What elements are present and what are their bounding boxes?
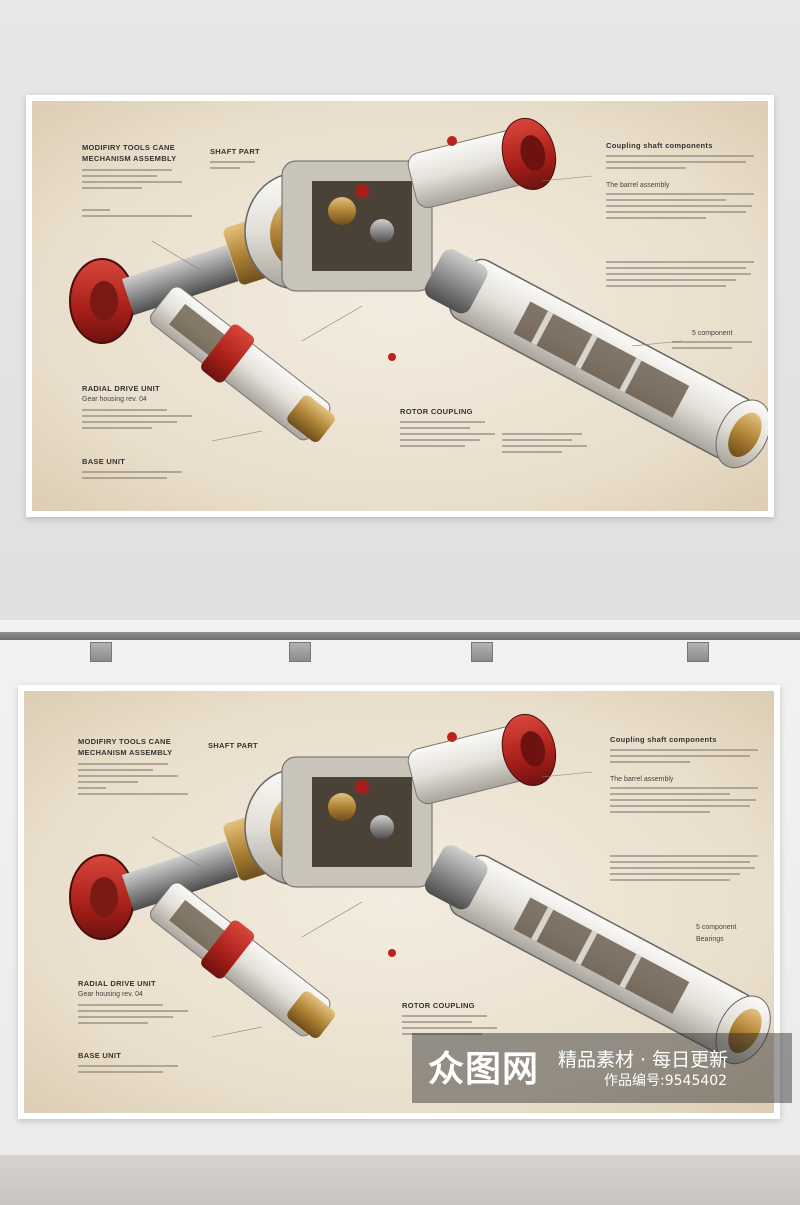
label-left-low: BASE UNIT <box>82 457 126 466</box>
watermark-id: 作品编号:9545402 <box>604 1073 728 1089</box>
label-right-low: 5 component <box>692 330 733 337</box>
text-lines-center-top <box>210 161 270 173</box>
text-lines-left-mid-b <box>78 1004 198 1028</box>
label-left-mid-b: RADIAL DRIVE UNIT <box>78 979 156 988</box>
label-center-top-b: SHAFT PART <box>208 741 258 750</box>
label-title-2: MECHANISM ASSEMBLY <box>82 154 177 163</box>
label-left-mid-2-b: Gear housing rev. 04 <box>78 991 143 998</box>
poster-paper-top: MODIFIRY TOOLS CANE MECHANISM ASSEMBLY R… <box>32 101 768 511</box>
poster-frame-bottom: MODIFIRY TOOLS CANE MECHANISM ASSEMBLY R… <box>18 685 780 1119</box>
hanging-rail <box>0 632 800 640</box>
rail-clip-3 <box>471 642 493 662</box>
rail-clip-2 <box>289 642 311 662</box>
rail-clip-1 <box>90 642 112 662</box>
mechanism-illustration-b <box>69 713 771 1065</box>
label-right-top: Coupling shaft components <box>606 141 713 150</box>
watermark-band <box>412 1033 792 1103</box>
text-lines-center-bottom-b <box>402 1015 512 1039</box>
mechanism-illustration <box>69 117 768 469</box>
label-left-mid: RADIAL DRIVE UNIT <box>82 384 160 393</box>
label-left-mid-2: Gear housing rev. 04 <box>82 396 147 403</box>
text-lines-right-lower <box>672 341 762 353</box>
label-right-lower-b: Bearings <box>696 936 724 943</box>
text-lines-right-top <box>606 155 756 173</box>
text-lines-right-mid-b <box>610 787 760 817</box>
text-lines-right-top-b <box>610 749 760 767</box>
label-center-bottom-b: ROTOR COUPLING <box>402 1001 475 1010</box>
text-lines-left-top-b <box>78 763 188 799</box>
rail-clip-4 <box>687 642 709 662</box>
label-right-mid: The barrel assembly <box>606 182 670 189</box>
text-lines-left-low-b <box>78 1065 198 1077</box>
text-lines-right-mid <box>606 193 756 223</box>
label-title-1: MODIFIRY TOOLS CANE <box>82 143 176 152</box>
text-lines-center-bottom <box>400 421 510 451</box>
watermark-logo: 众图网 <box>428 1049 540 1090</box>
label-title-2-b: MECHANISM ASSEMBLY <box>78 748 173 757</box>
label-center-bottom: ROTOR COUPLING <box>400 407 473 416</box>
watermark-slogan: 精品素材 · 每日更新 <box>558 1049 729 1071</box>
label-right-low-b: 5 component <box>696 924 737 931</box>
label-left-low-b: BASE UNIT <box>78 1051 122 1060</box>
text-lines-right-bottom <box>502 433 592 457</box>
text-lines-left-low <box>82 471 202 483</box>
label-right-mid-b: The barrel assembly <box>610 776 674 783</box>
text-lines-right-low-b <box>610 855 760 885</box>
floor <box>0 1155 800 1205</box>
label-center-top: SHAFT PART <box>210 147 260 156</box>
label-title-1-b: MODIFIRY TOOLS CANE <box>78 737 172 746</box>
text-lines-left-top-2 <box>82 209 202 221</box>
poster-frame-top: MODIFIRY TOOLS CANE MECHANISM ASSEMBLY R… <box>26 95 774 517</box>
text-lines-right-low <box>606 261 756 291</box>
label-right-top-b: Coupling shaft components <box>610 735 717 744</box>
text-lines-left-mid <box>82 409 202 433</box>
poster-paper-bottom: MODIFIRY TOOLS CANE MECHANISM ASSEMBLY R… <box>24 691 774 1113</box>
text-lines-left-top <box>82 169 192 193</box>
